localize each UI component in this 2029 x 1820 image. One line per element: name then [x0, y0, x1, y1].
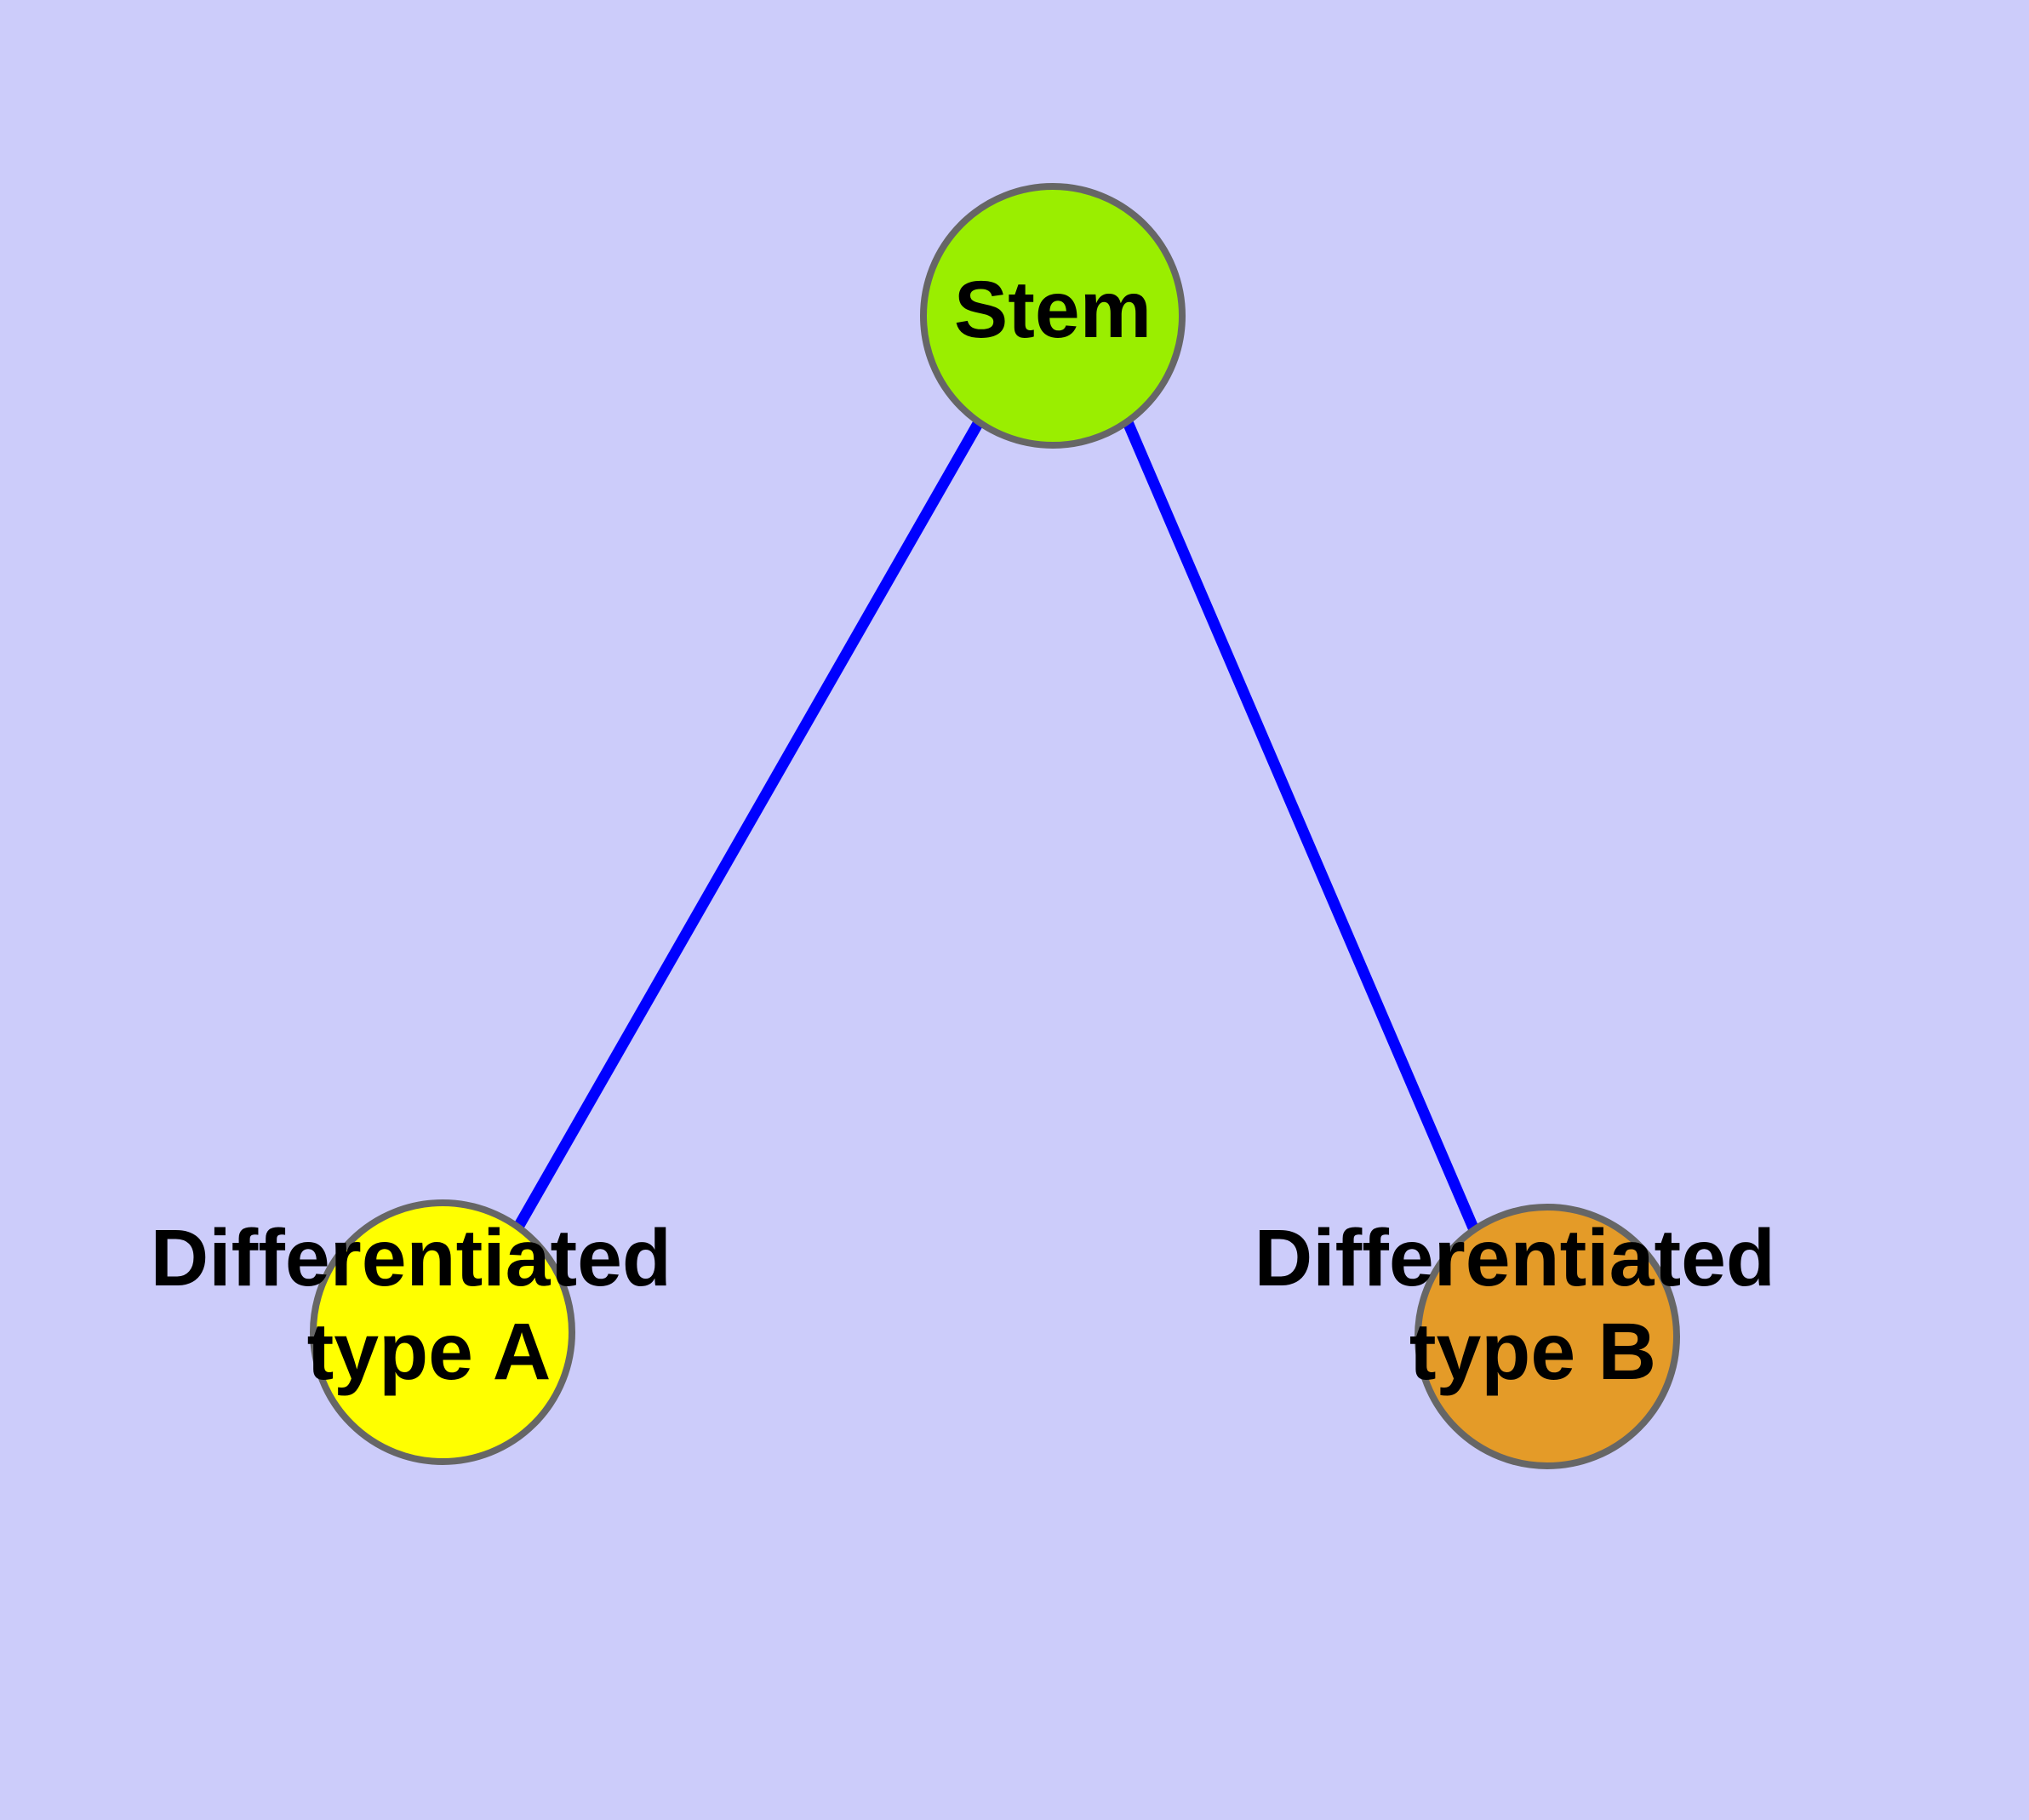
node-differentiated-type-b-label-line-2: type B — [1409, 1307, 1656, 1397]
edge-stem-to-differentiated-type-a[interactable] — [512, 419, 984, 1232]
node-stem[interactable]: Stem — [920, 183, 1186, 449]
node-differentiated-type-a-label-line-1: Differentiated — [151, 1213, 672, 1303]
edge-layer — [512, 419, 1480, 1234]
node-stem-label-line-1: Stem — [954, 265, 1152, 355]
node-differentiated-type-b-circle[interactable] — [1415, 1204, 1680, 1469]
node-differentiated-type-a-label: Differentiated type A — [151, 1213, 694, 1397]
node-layer: Stem Differentiated type A Differentiate… — [151, 183, 1798, 1469]
node-stem-circle[interactable] — [920, 183, 1186, 449]
edge-stem-to-differentiated-type-b[interactable] — [1123, 420, 1480, 1234]
node-stem-label: Stem — [954, 265, 1152, 355]
node-differentiated-type-b[interactable]: Differentiated type B — [1255, 1204, 1798, 1469]
node-differentiated-type-a-circle[interactable] — [310, 1199, 575, 1465]
node-differentiated-type-a[interactable]: Differentiated type A — [151, 1199, 694, 1465]
node-differentiated-type-a-label-line-2: type A — [307, 1307, 552, 1397]
node-differentiated-type-b-label-line-1: Differentiated — [1255, 1213, 1775, 1303]
node-differentiated-type-b-label: Differentiated type B — [1255, 1213, 1798, 1397]
